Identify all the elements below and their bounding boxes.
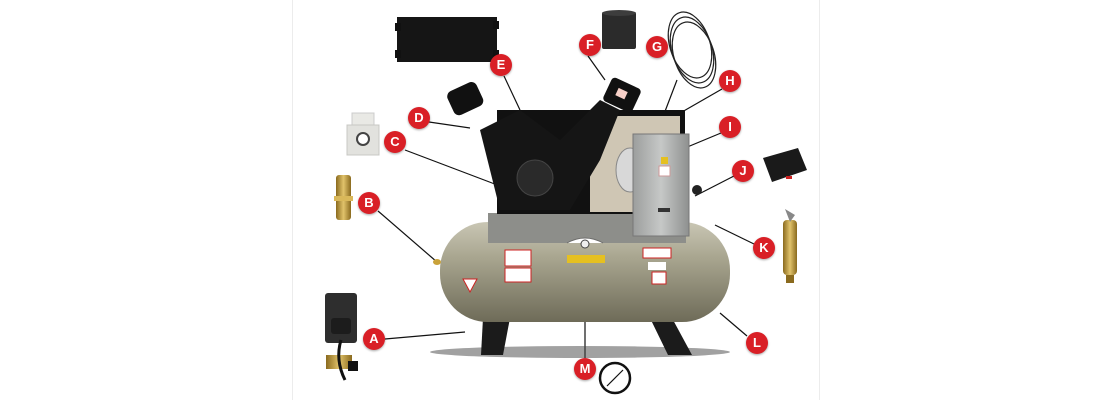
marker-f[interactable]: F bbox=[579, 34, 601, 56]
marker-l[interactable]: L bbox=[746, 332, 768, 354]
marker-d[interactable]: D bbox=[408, 107, 430, 129]
marker-h[interactable]: H bbox=[719, 70, 741, 92]
marker-b[interactable]: B bbox=[358, 192, 380, 214]
marker-k[interactable]: K bbox=[753, 237, 775, 259]
image-frame bbox=[292, 0, 820, 400]
marker-a[interactable]: A bbox=[363, 328, 385, 350]
marker-j[interactable]: J bbox=[732, 160, 754, 182]
marker-g[interactable]: G bbox=[646, 36, 668, 58]
marker-i[interactable]: I bbox=[719, 116, 741, 138]
marker-c[interactable]: C bbox=[384, 131, 406, 153]
marker-m[interactable]: M bbox=[574, 358, 596, 380]
marker-e[interactable]: E bbox=[490, 54, 512, 76]
